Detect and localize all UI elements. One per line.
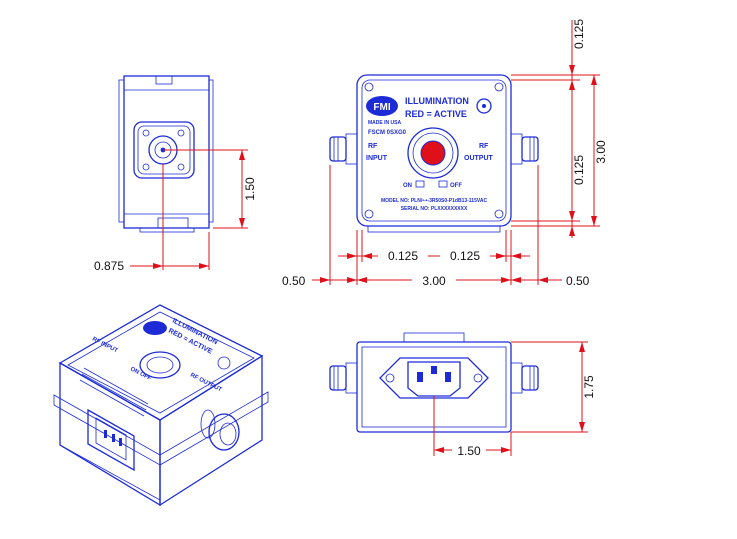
dim-right-inner: 0.125 [450,249,480,263]
iso-rf-connector [200,409,240,451]
illumination-button [407,127,459,179]
label-illumination: ILLUMINATION [405,96,469,106]
fmi-logo: FMI [366,96,398,116]
dim-back-width: 1.50 [457,444,481,458]
logo-text: FMI [373,102,390,113]
dim-side-depth: 0.875 [94,259,124,273]
dim-back-height: 1.75 [582,375,596,399]
rf-input-connector [329,133,358,165]
iso-hatching [79,367,149,417]
isometric-view: ILLUMINATION RED = ACTIVE RF INPUT RF OU… [53,304,269,507]
dim-left-outer: 0.50 [282,274,306,288]
side-view: 1.50 0.875 [94,75,257,273]
label-red-active: RED = ACTIVE [405,109,467,119]
iso-label-rf-in: RF INPUT [91,336,119,354]
logo-symbol-icon [476,98,492,114]
dim-mid-gap: 0.125 [572,155,586,185]
iso-label-rf-out: RF OUTPUT [189,372,223,393]
label-off: OFF [450,183,462,189]
rf-output-connector [510,133,539,165]
label-rf-right: RF [479,143,489,150]
dim-top-gap: 0.125 [572,19,586,49]
dim-height: 3.00 [594,140,608,164]
label-rf-input: INPUT [366,155,388,162]
iec-power-inlet [379,357,489,399]
label-made-in: MADE IN USA [368,120,401,126]
dim-side-height: 1.50 [243,177,257,201]
dim-right-outer: 0.50 [566,274,590,288]
label-model: MODEL NO: PLN/•-•-3R50S0-P1dB13-115VAC [381,198,488,204]
dim-width: 3.00 [422,274,446,288]
label-on: ON [403,183,412,189]
label-rf-left: RF [368,143,378,150]
label-rf-output: OUTPUT [464,155,494,162]
back-rf-right-connector [510,362,539,394]
back-view: 1.75 1.50 [329,332,596,458]
label-serial: SERIAL NO: PLXXXXXXXXX [401,206,468,212]
back-rf-left-connector [329,362,358,394]
iso-power-inlet [87,408,135,472]
label-part: FSCM 0SXG0 [368,130,407,136]
dim-left-inner: 0.125 [388,249,418,263]
front-view: FMI ILLUMINATION RED = ACTIVE MADE IN US… [282,19,608,288]
